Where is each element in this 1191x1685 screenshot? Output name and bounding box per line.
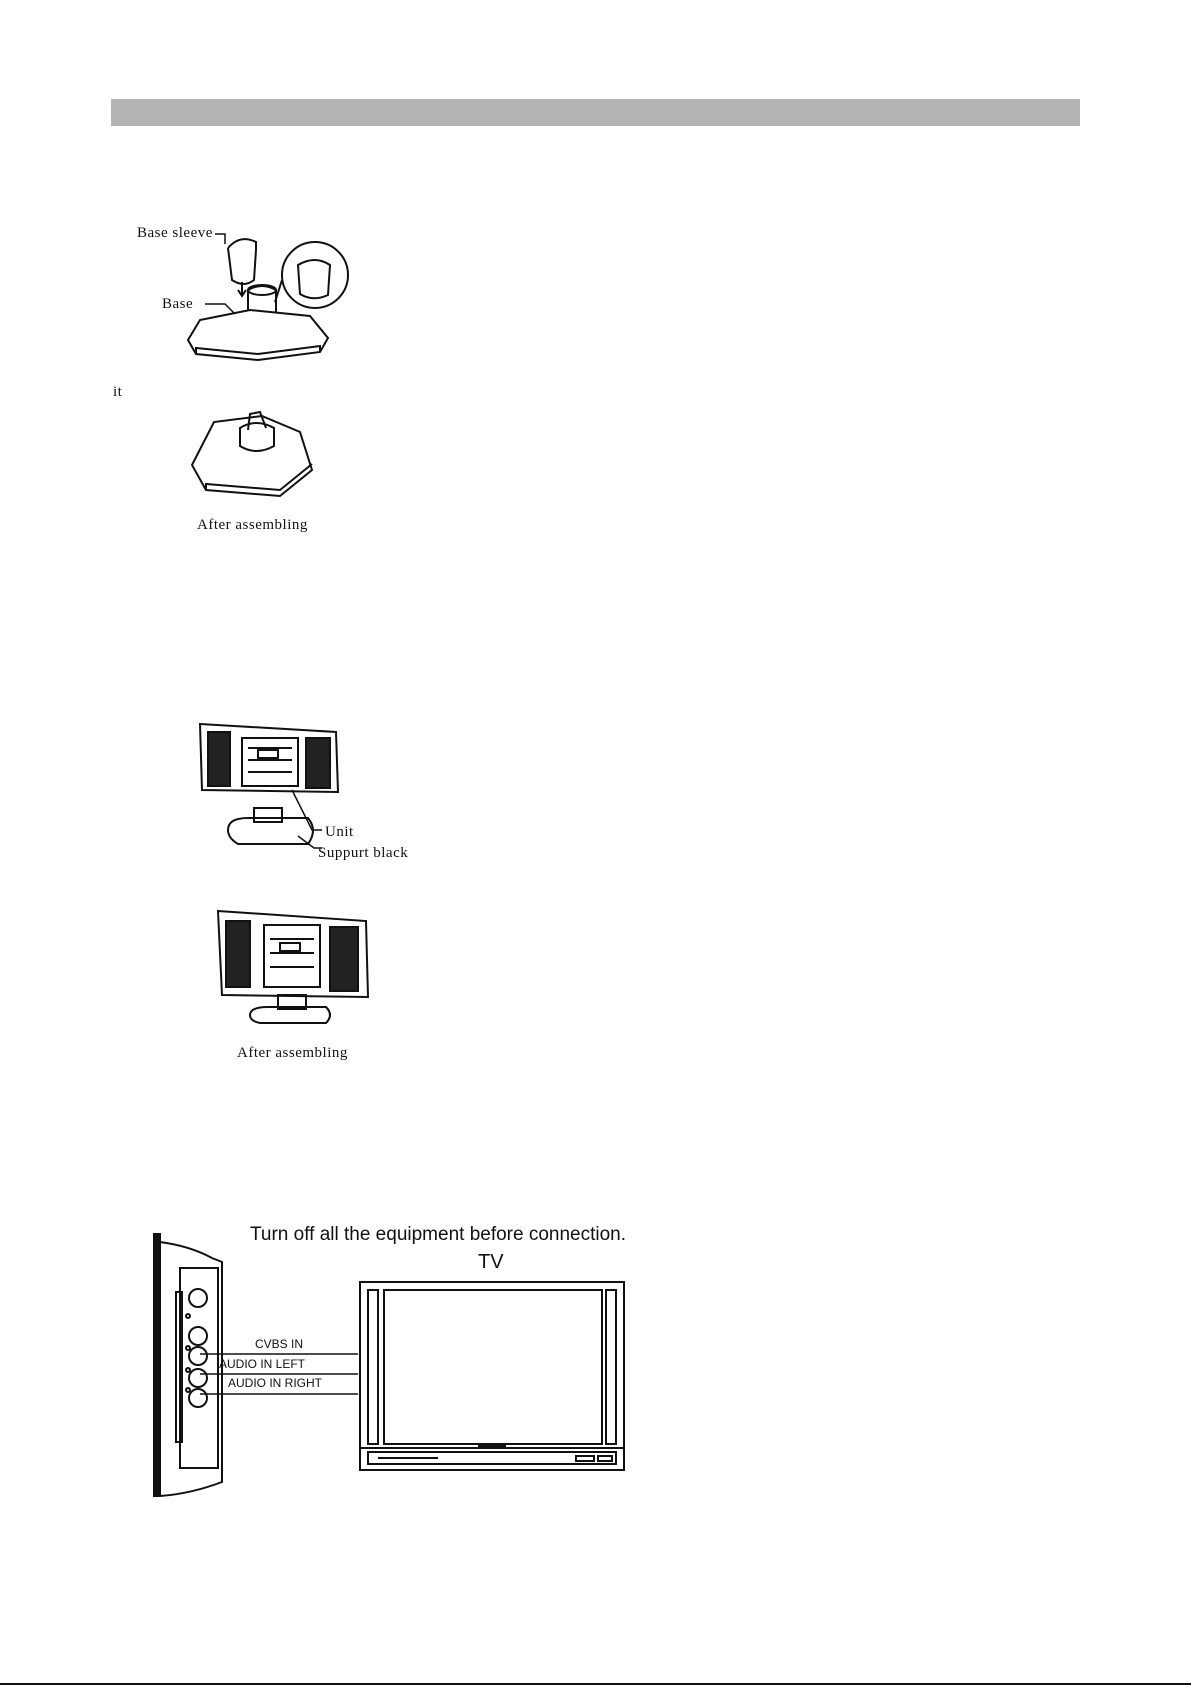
tv-label: TV: [478, 1251, 504, 1274]
tv-illustration: [358, 1280, 628, 1472]
audio-in-left-label: AUDIO IN LEFT: [219, 1357, 305, 1371]
audio-in-right-label: AUDIO IN RIGHT: [228, 1376, 322, 1390]
label-pointer-lines: [205, 224, 285, 314]
unit-pointer-lines: [292, 790, 332, 850]
section-header-bar: [111, 99, 1080, 126]
base-sleeve-label: Base sleeve: [137, 225, 213, 242]
unit-label: Unit: [325, 824, 354, 841]
cvbs-in-label: CVBS IN: [255, 1337, 303, 1351]
base-label: Base: [162, 296, 193, 313]
support-block-label: Suppurt black: [318, 845, 408, 862]
unit-assembled-illustration: [216, 905, 376, 1025]
after-assembling-label-1: After assembling: [197, 517, 308, 534]
base-assembled-illustration: [188, 410, 318, 510]
connection-instruction: Turn off all the equipment before connec…: [250, 1224, 626, 1246]
after-assembling-label-2: After assembling: [237, 1045, 348, 1062]
stray-text: it: [113, 384, 122, 401]
